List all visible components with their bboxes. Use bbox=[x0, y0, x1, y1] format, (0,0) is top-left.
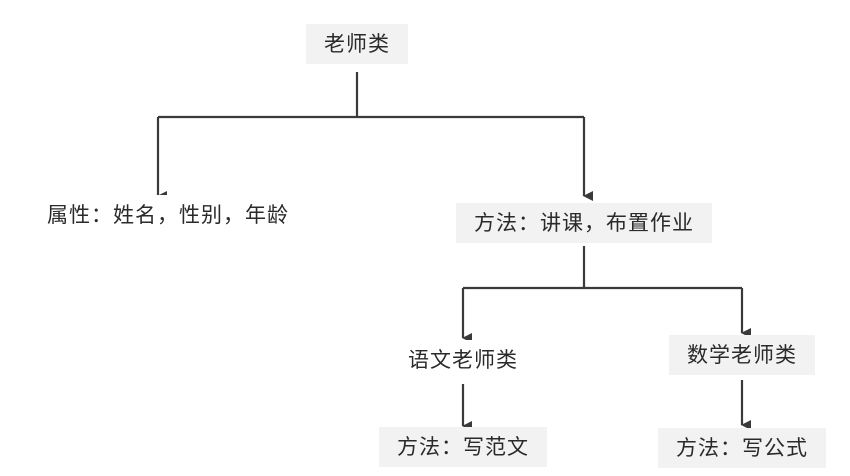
root-class-node: 老师类 bbox=[306, 24, 408, 64]
attributes-node: 属性：姓名，性别，年龄 bbox=[29, 195, 307, 235]
chinese-teacher-class-node: 语文老师类 bbox=[390, 340, 536, 380]
math-teacher-method-node: 方法：写公式 bbox=[658, 428, 826, 468]
chinese-teacher-method-node: 方法：写范文 bbox=[379, 427, 547, 467]
methods-node: 方法：讲课，布置作业 bbox=[456, 203, 712, 243]
math-teacher-class-node: 数学老师类 bbox=[669, 335, 815, 375]
